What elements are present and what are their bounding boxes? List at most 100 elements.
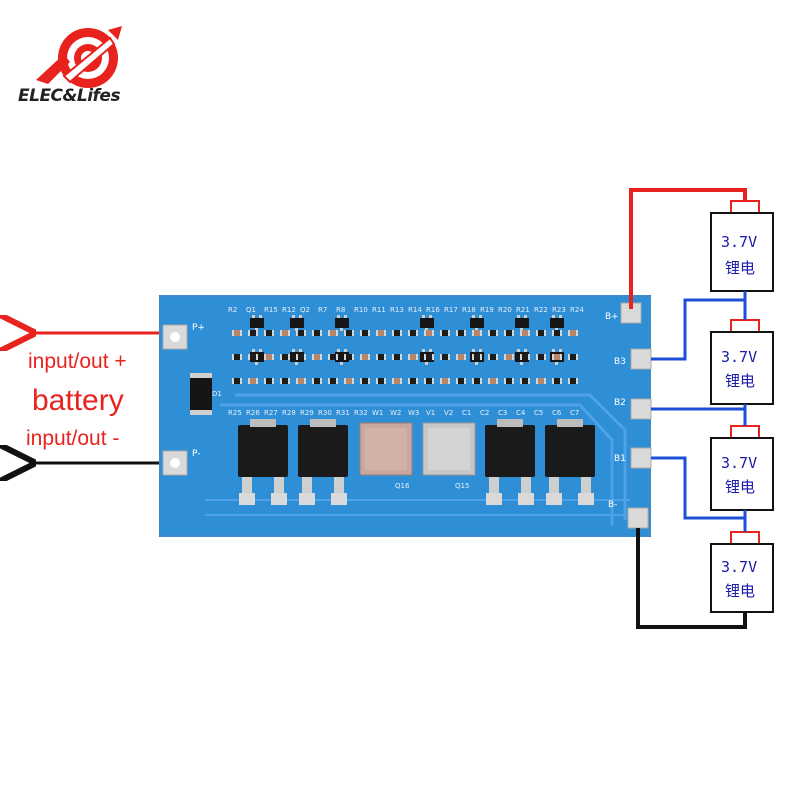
- smd-transistor: [470, 315, 484, 331]
- smd-resistor: [296, 330, 306, 336]
- smd-resistor: [360, 330, 370, 336]
- smd-resistor: [568, 378, 578, 384]
- smd-resistor: [408, 330, 418, 336]
- smd-resistor: [280, 354, 290, 360]
- smd-resistor: [488, 354, 498, 360]
- smd-resistor: [296, 378, 306, 384]
- smd-resistor: [376, 378, 386, 384]
- smd-transistor: [335, 349, 349, 365]
- silk-label: R12: [282, 306, 296, 314]
- cell-2-voltage: 3.7V: [721, 348, 757, 366]
- mosfet: [238, 419, 288, 505]
- silk-q16: Q16: [395, 482, 410, 490]
- smd-resistor: [376, 354, 386, 360]
- smd-resistor: [472, 378, 482, 384]
- smd-transistor: [515, 315, 529, 331]
- cell-2-chemistry: 锂电: [725, 372, 755, 390]
- pin-label-p-minus: P-: [192, 449, 200, 459]
- cell-3-voltage: 3.7V: [721, 454, 757, 472]
- cell-3-chemistry: 锂电: [725, 478, 755, 496]
- smd-resistor: [488, 330, 498, 336]
- silk-label: R10: [354, 306, 368, 314]
- smd-resistor: [344, 354, 354, 360]
- smd-resistor: [360, 354, 370, 360]
- silk-label: R8: [336, 306, 345, 314]
- smd-resistor: [344, 330, 354, 336]
- smd-resistor: [328, 378, 338, 384]
- silk-label: C3: [498, 409, 507, 417]
- silk-label: R15: [264, 306, 278, 314]
- pin-label-b-plus: B+: [605, 312, 619, 322]
- battery-cell-2: 3.7V 锂电: [710, 319, 774, 405]
- smd-resistor: [280, 378, 290, 384]
- smd-resistor: [456, 378, 466, 384]
- pin-label-b3: B3: [614, 357, 626, 367]
- diode-d1: [190, 373, 212, 415]
- smd-resistor: [264, 354, 274, 360]
- smd-resistor: [264, 378, 274, 384]
- smd-resistor: [392, 330, 402, 336]
- wire-b1: [651, 456, 745, 520]
- smd-resistor: [552, 378, 562, 384]
- silk-label: V2: [444, 409, 453, 417]
- smd-resistor: [504, 330, 514, 336]
- silk-label: R14: [408, 306, 422, 314]
- smd-transistor: [335, 315, 349, 331]
- pin-label-b-minus: B-: [608, 500, 617, 510]
- mosfet-row: [238, 419, 595, 505]
- silk-label: R28: [282, 409, 296, 417]
- silk-label: R22: [534, 306, 548, 314]
- smd-resistor: [552, 330, 562, 336]
- silk-label: R32: [354, 409, 368, 417]
- silk-label: R24: [570, 306, 584, 314]
- smd-resistor: [456, 330, 466, 336]
- smd-resistor: [248, 330, 258, 336]
- silk-label: R26: [246, 409, 260, 417]
- silk-q15: Q15: [455, 482, 469, 490]
- smd-resistor: [424, 354, 434, 360]
- silk-label: C4: [516, 409, 526, 417]
- silk-label: C5: [534, 409, 543, 417]
- silk-label: Q1: [246, 306, 256, 314]
- silk-label: W1: [372, 409, 383, 417]
- shunt-resistor-1: [359, 422, 413, 476]
- cell-4-chemistry: 锂电: [725, 582, 755, 600]
- smd-transistor: [250, 315, 264, 331]
- silk-label: R30: [318, 409, 332, 417]
- smd-resistor: [520, 378, 530, 384]
- brand-logo: [36, 26, 122, 88]
- smd-resistor: [472, 354, 482, 360]
- label-input-out-positive: input/out +: [28, 350, 127, 373]
- silk-label: R31: [336, 409, 350, 417]
- smd-resistor: [312, 330, 322, 336]
- silk-label: R11: [372, 306, 386, 314]
- smd-resistor: [504, 354, 514, 360]
- battery-cell-1: 3.7V 锂电: [710, 200, 774, 292]
- smd-transistor: [420, 315, 434, 331]
- shunt-resistor-2: [422, 422, 476, 476]
- silk-label: R2: [228, 306, 237, 314]
- smd-resistor: [536, 354, 546, 360]
- smd-resistor: [504, 378, 514, 384]
- silk-label: R25: [228, 409, 242, 417]
- smd-resistor: [440, 378, 450, 384]
- smd-resistor: [520, 330, 530, 336]
- smd-resistor: [408, 378, 418, 384]
- cell-1-voltage: 3.7V: [721, 233, 757, 251]
- smd-resistor: [312, 354, 322, 360]
- battery-cell-3: 3.7V 锂电: [710, 425, 774, 511]
- battery-cell-4: 3.7V 锂电: [710, 531, 774, 613]
- smd-resistor: [248, 378, 258, 384]
- smd-resistor: [232, 330, 242, 336]
- smd-resistor: [472, 330, 482, 336]
- silk-label: R17: [444, 306, 458, 314]
- silk-label: C7: [570, 409, 579, 417]
- smd-resistor: [248, 354, 258, 360]
- smd-resistor: [456, 354, 466, 360]
- smd-transistor: [550, 315, 564, 331]
- smd-resistor: [568, 354, 578, 360]
- smd-resistor: [424, 330, 434, 336]
- smd-resistor: [440, 330, 450, 336]
- mosfet: [298, 419, 348, 505]
